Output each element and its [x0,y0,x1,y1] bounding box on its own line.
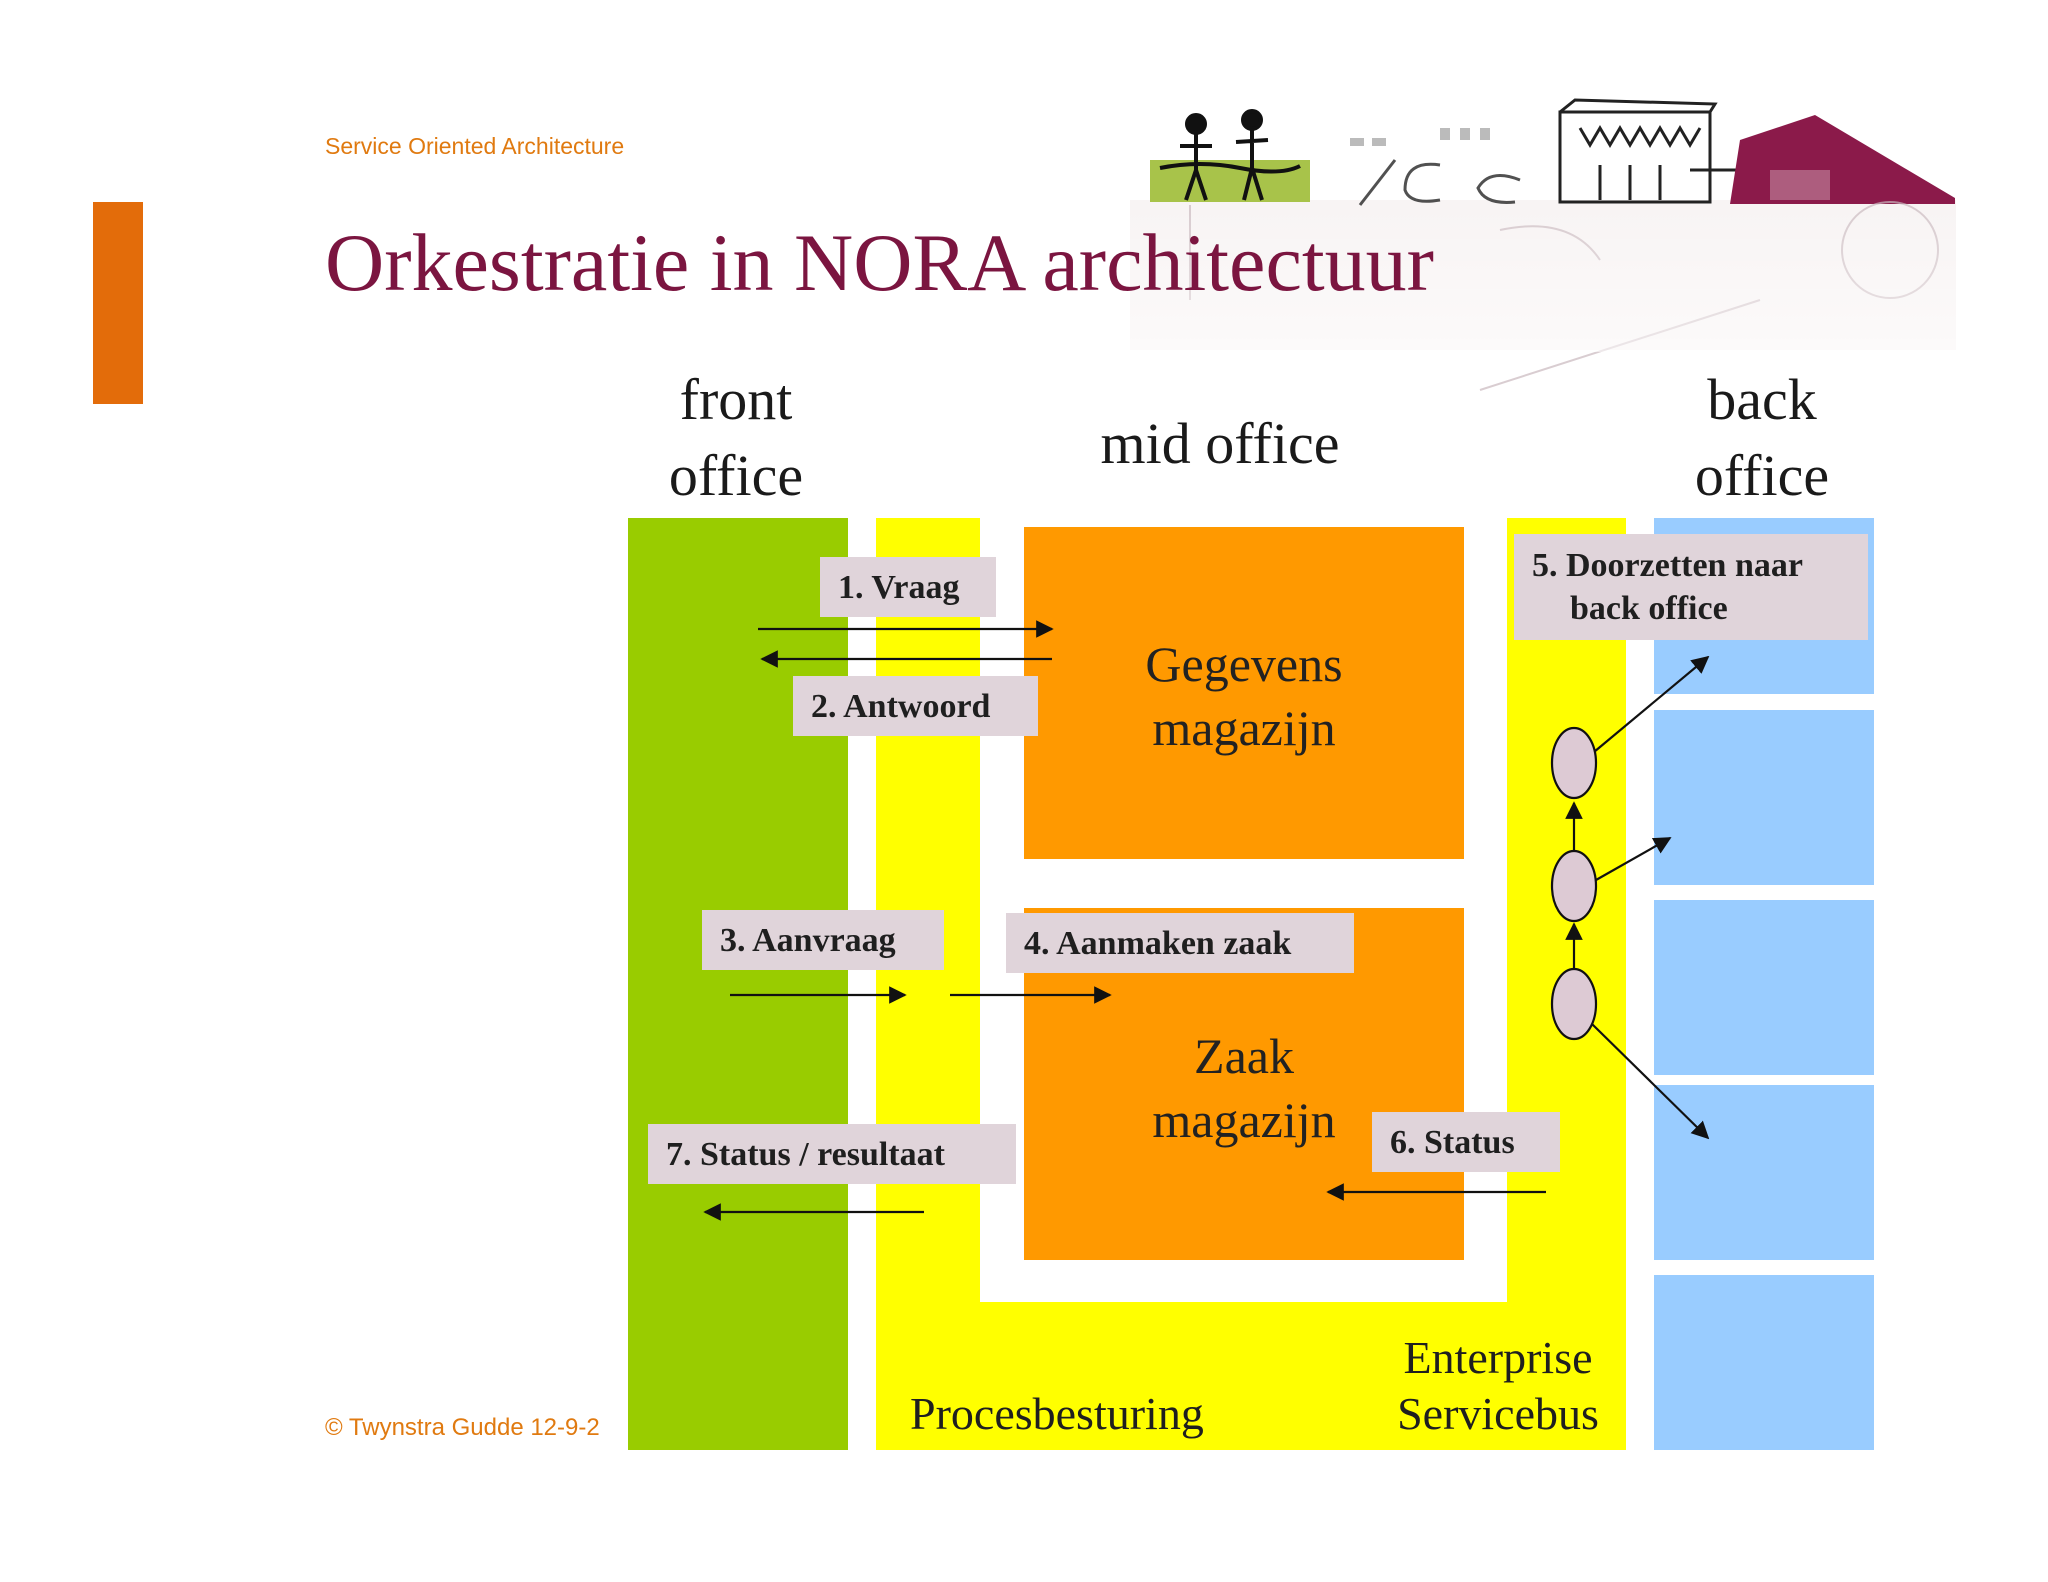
page-title: Orkestratie in NORA architectuur [325,217,1434,308]
esb-label-line1: Enterprise [1403,1332,1593,1383]
gegevens-magazijn-store [1024,527,1464,859]
accent-bar [93,202,143,404]
step-1-vraag: 1. Vraag [820,557,996,617]
back-office-heading-line1: back [1707,367,1817,432]
zaak-magazijn-line2: magazijn [1152,1092,1336,1148]
esb-node-3 [1550,967,1598,1041]
esb-node-2 [1550,849,1598,923]
esb-label-line2: Servicebus [1397,1388,1599,1439]
sketch-collage-icon [1120,98,1960,391]
procesbesturing-label: Procesbesturing [910,1388,1204,1439]
footer-copyright: © Twynstra Gudde 12-9-2 [325,1414,600,1441]
front-office-heading-line2: office [668,443,804,508]
gegevens-magazijn-label: Gegevens magazijn [1024,632,1464,760]
front-office-band [628,518,848,1450]
zaak-magazijn-label: Zaak magazijn [1024,1024,1464,1152]
zaak-magazijn-line1: Zaak [1194,1028,1294,1084]
step-7-status-resultaat: 7. Status / resultaat [648,1124,1016,1184]
step-3-aanvraag: 3. Aanvraag [702,910,944,970]
back-office-system-4 [1654,1085,1874,1260]
step-4-aanmaken-zaak: 4. Aanmaken zaak [1006,913,1354,973]
step-2-antwoord: 2. Antwoord [793,676,1038,736]
esb-node-1 [1550,726,1598,800]
front-office-heading: front office [626,362,846,514]
step-5-line1: 5. Doorzetten naar [1532,547,1803,584]
back-office-system-2 [1654,710,1874,885]
presentation-subtitle: Service Oriented Architecture [325,133,625,159]
gegevens-magazijn-line2: magazijn [1152,700,1336,756]
enterprise-servicebus-label: Enterprise Servicebus [1380,1330,1616,1442]
gegevens-magazijn-line1: Gegevens [1145,636,1343,692]
step-6-status: 6. Status [1372,1112,1560,1172]
backoffice-arrow-3 [1591,1023,1710,1140]
step-5-line2: back office [1570,590,1728,627]
back-office-system-5 [1654,1275,1874,1450]
back-office-system-3 [1654,900,1874,1075]
backoffice-arrow-1 [1593,655,1710,753]
mid-office-heading: mid office [1100,411,1340,476]
step-5-doorzetten: 5. Doorzetten naar back office [1514,534,1868,640]
backoffice-arrow-2 [1595,837,1672,881]
back-office-heading-line2: office [1694,443,1830,508]
procesbesturing-band-left [876,518,980,1450]
procesbesturing-band-bottom [876,1302,1626,1450]
front-office-heading-line1: front [679,367,793,432]
back-office-heading: back office [1652,362,1872,514]
